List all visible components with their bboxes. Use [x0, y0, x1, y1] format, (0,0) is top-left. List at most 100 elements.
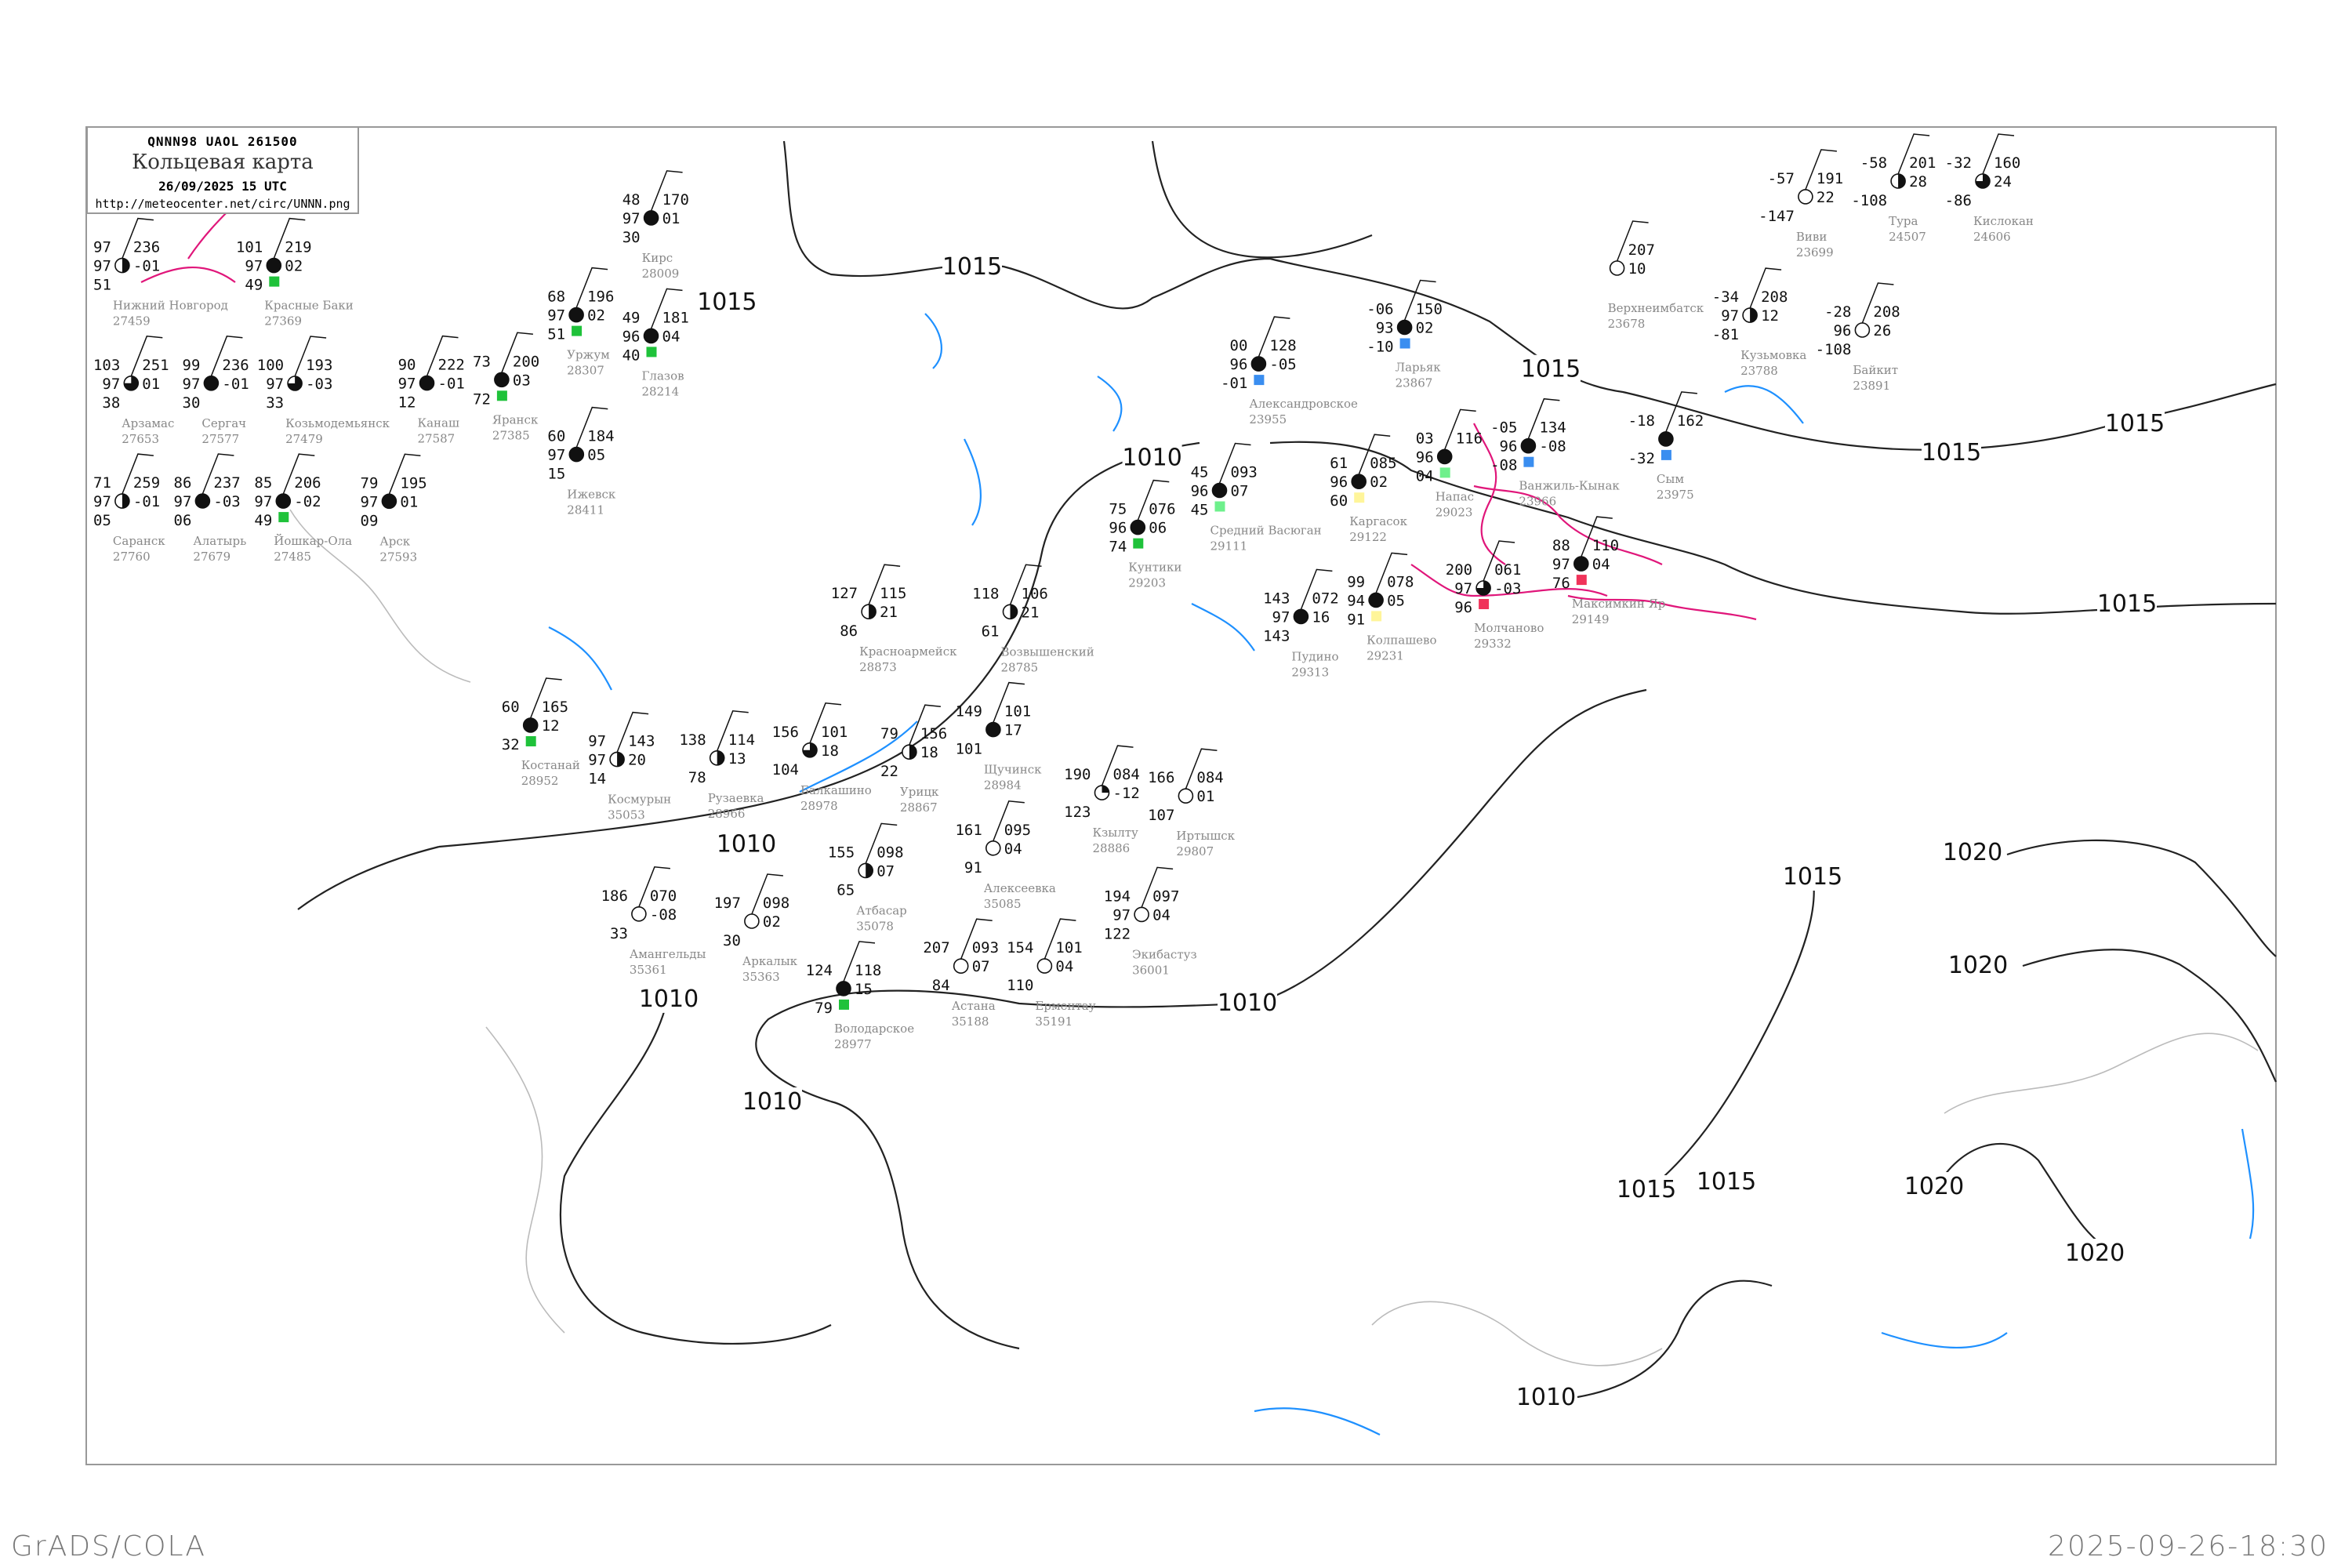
- cloud-cover-fill: [1437, 449, 1452, 464]
- station-name: Арзамас: [122, 416, 174, 430]
- station-id: 29122: [1349, 530, 1387, 544]
- cloud-cover-fill: [1476, 581, 1491, 595]
- wind-barb-icon: [1101, 745, 1134, 786]
- station-pressure: 150: [1416, 301, 1443, 318]
- station-id: 28886: [1093, 841, 1131, 855]
- wind-barb-icon: [865, 822, 898, 864]
- station-id: 29807: [1176, 844, 1214, 858]
- isobar-label-group: 1020: [1904, 1172, 1964, 1200]
- isobar-label-bg: [1922, 438, 1981, 466]
- station-visibility: 97: [547, 447, 565, 464]
- station-pressure: 193: [306, 357, 332, 374]
- station-name: Красноармейск: [859, 644, 957, 659]
- station-temperature: -28: [1824, 303, 1851, 321]
- station-temperature: 207: [923, 939, 949, 956]
- station-dewpoint: 09: [361, 512, 379, 529]
- cloud-cover-fill: [1397, 320, 1412, 335]
- cloud-cover-icon: [1134, 906, 1149, 923]
- isobar-label-bg: [1904, 1172, 1964, 1200]
- station-name: Володарское: [834, 1022, 914, 1036]
- precip-marker: [572, 325, 583, 336]
- precip-marker: [269, 276, 280, 287]
- station-visibility: 97: [245, 258, 263, 275]
- station-pressure: 078: [1387, 573, 1414, 590]
- station-temperature: 68: [547, 289, 565, 306]
- station-dewpoint: 33: [266, 394, 284, 412]
- station-id: 27459: [113, 314, 151, 328]
- isobars: [297, 140, 2277, 1399]
- cloud-cover-fill: [985, 722, 1000, 737]
- station-pressure-tendency: -08: [650, 906, 677, 924]
- station-name: Канаш: [418, 416, 459, 430]
- station-name: Верхнеимбатск: [1608, 301, 1704, 315]
- precip-marker: [1576, 575, 1587, 586]
- station-pressure: 070: [650, 887, 677, 905]
- coastlines: [289, 509, 2259, 1367]
- station-temperature: 99: [1347, 573, 1365, 590]
- cloud-cover-icon: [1854, 322, 1871, 338]
- station-dewpoint: 86: [840, 622, 858, 640]
- wind-barb-icon: [616, 711, 649, 753]
- station-pressure: 118: [855, 962, 881, 979]
- wind-barb-icon: [1665, 391, 1697, 433]
- station-dewpoint: 65: [837, 881, 855, 898]
- wind-barb-icon: [1358, 434, 1391, 475]
- isobar-label: 1015: [1697, 1168, 1756, 1196]
- cloud-cover-icon: [1036, 958, 1053, 974]
- isobar-label-bg: [1617, 1175, 1676, 1203]
- cloud-cover-fill: [1294, 609, 1308, 624]
- cloud-cover-fill: [276, 494, 291, 509]
- isobar-label-bg: [742, 1087, 802, 1116]
- station-pressure: 251: [142, 357, 169, 374]
- station-pressure-tendency: -03: [213, 493, 240, 510]
- station-id: 35053: [608, 808, 645, 822]
- station-temperature: 60: [502, 699, 520, 716]
- station-pressure: 196: [587, 289, 614, 306]
- precip-marker: [646, 347, 657, 358]
- cloud-cover-fill: [382, 494, 397, 509]
- station-pressure: 200: [513, 353, 539, 370]
- station-temperature: -57: [1768, 170, 1795, 187]
- cloud-cover-icon: [985, 840, 1001, 856]
- cloud-cover-fill: [1573, 557, 1588, 572]
- precip-marker: [1354, 492, 1365, 503]
- cloud-cover-fill: [644, 328, 659, 343]
- cloud-cover-fill: [122, 494, 129, 509]
- station-pressure: 162: [1677, 412, 1704, 430]
- wind-barb-icon: [960, 918, 993, 960]
- station-id: 28977: [834, 1037, 872, 1051]
- station-pressure-tendency: 07: [877, 862, 895, 880]
- station-id: 24606: [1973, 230, 2011, 244]
- wind-barb-icon: [717, 710, 749, 752]
- station-dewpoint: 51: [93, 277, 111, 294]
- station-dewpoint: 104: [772, 761, 799, 779]
- station-dewpoint: 101: [956, 741, 982, 758]
- station-pressure-tendency: 07: [1231, 483, 1249, 500]
- isobar-label: 1015: [697, 289, 757, 316]
- precip-marker: [496, 390, 507, 401]
- station-dewpoint: 107: [1148, 807, 1174, 824]
- wind-barb-icon: [909, 704, 941, 746]
- isobar-label: 1010: [639, 985, 699, 1013]
- station-visibility: 97: [1454, 580, 1472, 597]
- station-temperature: -34: [1712, 289, 1739, 306]
- station-id: 23867: [1396, 376, 1433, 390]
- station-name: Колпашево: [1367, 633, 1436, 647]
- isobar-label-bg: [1783, 862, 1842, 891]
- precip-marker: [839, 999, 849, 1010]
- wind-barb-icon: [1218, 442, 1251, 484]
- station-name: Пудино: [1291, 649, 1338, 663]
- cloud-cover-fill: [617, 752, 625, 767]
- station-visibility: 97: [183, 376, 201, 393]
- station-pressure-tendency: 02: [763, 913, 781, 931]
- station-pressure-tendency: 01: [400, 493, 418, 510]
- station-pressure-tendency: -01: [222, 376, 249, 393]
- station-pressure-tendency: 04: [1055, 958, 1073, 975]
